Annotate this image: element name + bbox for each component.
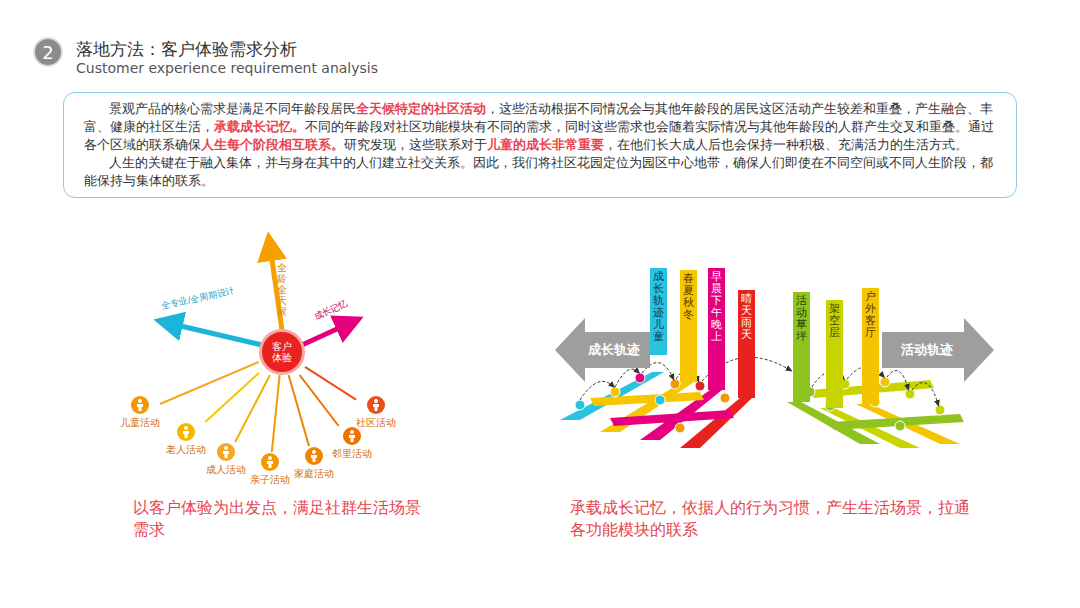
node-text: 邻里活动: [332, 447, 372, 461]
icon-circle: [217, 443, 235, 461]
arrow-label: 全专业/全周期设计: [160, 284, 236, 312]
node-text: 社区活动: [356, 416, 396, 430]
node-text: 架空层: [829, 303, 840, 339]
subtitle: Customer experience requirement analysis: [76, 60, 378, 76]
highlight: 全天候特定的社区活动: [356, 101, 486, 116]
node-text: 2: [42, 42, 53, 63]
node-text: 家庭活动: [294, 467, 334, 481]
icon-circle: [177, 423, 195, 441]
activity-icon: [130, 395, 150, 415]
highlight: 人生每个阶段相互联系。: [201, 137, 344, 152]
node-text: 活动轨迹: [901, 341, 953, 359]
icon-figure: [311, 450, 317, 462]
scene-bar: 架空层: [826, 300, 843, 408]
activity-icon: [366, 395, 386, 415]
arrow-fill: [555, 318, 650, 382]
icon-figure: [183, 426, 189, 438]
node-text: 成长轨迹儿童: [653, 271, 664, 344]
node-text: 亲子活动: [250, 473, 290, 487]
node-text: 客户体验: [271, 341, 293, 364]
icon-figure: [137, 399, 143, 411]
activity-icon: [176, 422, 196, 442]
activity-icon: [342, 426, 362, 446]
node-text: 户外客厅: [865, 291, 876, 339]
number-badge: 2: [33, 37, 63, 67]
icon-circle: [261, 453, 279, 471]
floor-strips: [560, 372, 964, 448]
track-arrow: 活动轨迹: [882, 318, 994, 382]
arrow-label: 成长记忆: [312, 297, 350, 324]
fan-line: [235, 375, 270, 442]
fan-line: [205, 373, 259, 422]
activity-node: 社区活动: [356, 395, 396, 430]
pins: [575, 373, 945, 433]
icon-figure: [267, 456, 273, 468]
arrow-label: 全龄全天候: [277, 262, 287, 317]
caption-text: 承载成长记忆，依据人的行为习惯，产生生活场景，拉通各功能模块的联系: [570, 497, 980, 541]
slide-title: 落地方法：客户体验需求分析: [76, 38, 297, 61]
activity-icon: [304, 446, 324, 466]
node-text: 景观产品的核心需求是满足不同年龄段居民全天候特定的社区活动，这些活动根据不同情况…: [84, 100, 996, 154]
node-text: 成长轨迹: [588, 341, 640, 359]
activity-node: 家庭活动: [294, 446, 334, 481]
activity-node: 儿童活动: [120, 395, 160, 430]
fan-line: [289, 375, 309, 446]
text-panel: 景观产品的核心需求是满足不同年龄段居民全天候特定的社区活动，这些活动根据不同情况…: [63, 92, 1017, 198]
highlight: 承载成长记忆。: [214, 119, 305, 134]
fan-line: [300, 375, 339, 426]
scene-bar: 春夏秋冬: [680, 270, 697, 382]
icon-figure: [223, 446, 229, 458]
fan-line: [160, 362, 259, 404]
icon-figure: [373, 399, 379, 411]
caption-text: 以客户体验为出发点，满足社群生活场景需求: [133, 497, 433, 541]
node-text: 活动草坪: [796, 295, 807, 343]
node-text: 晴天雨天: [741, 293, 752, 341]
scene-bar: 户外客厅: [862, 288, 879, 404]
icon-figure: [349, 430, 355, 442]
node-text: 人生的关键在于融入集体，并与身在其中的人们建立社交关系。因此，我们将社区花园定位…: [84, 154, 996, 190]
highlight: 儿童的成长非常重要: [487, 137, 604, 152]
node-text: 春夏秋冬: [683, 273, 694, 321]
scene-bar: 晴天雨天: [738, 290, 755, 398]
fan-line: [272, 375, 280, 452]
scene-bar: 活动草坪: [793, 292, 810, 402]
activity-icon: [260, 452, 280, 472]
node-text: 成人活动: [206, 463, 246, 477]
activity-node: 邻里活动: [332, 426, 372, 461]
icon-circle: [305, 447, 323, 465]
track-arrow: 成长轨迹: [555, 318, 650, 382]
center-circle: 客户体验: [259, 329, 305, 375]
activity-node: 成人活动: [206, 442, 246, 477]
activity-node: 亲子活动: [250, 452, 290, 487]
scene-bar: 成长轨迹儿童: [650, 268, 667, 355]
activity-node: 老人活动: [166, 422, 206, 457]
icon-circle: [367, 396, 385, 414]
icon-circle: [343, 427, 361, 445]
scene-bar: 早晨下午晚上: [708, 268, 725, 390]
fan-line: [305, 367, 356, 400]
arrow-fill: [882, 318, 994, 382]
node-text: 儿童活动: [120, 416, 160, 430]
node-text: 老人活动: [166, 443, 206, 457]
icon-circle: [131, 396, 149, 414]
node-text: 早晨下午晚上: [711, 271, 722, 344]
activity-icon: [216, 442, 236, 462]
